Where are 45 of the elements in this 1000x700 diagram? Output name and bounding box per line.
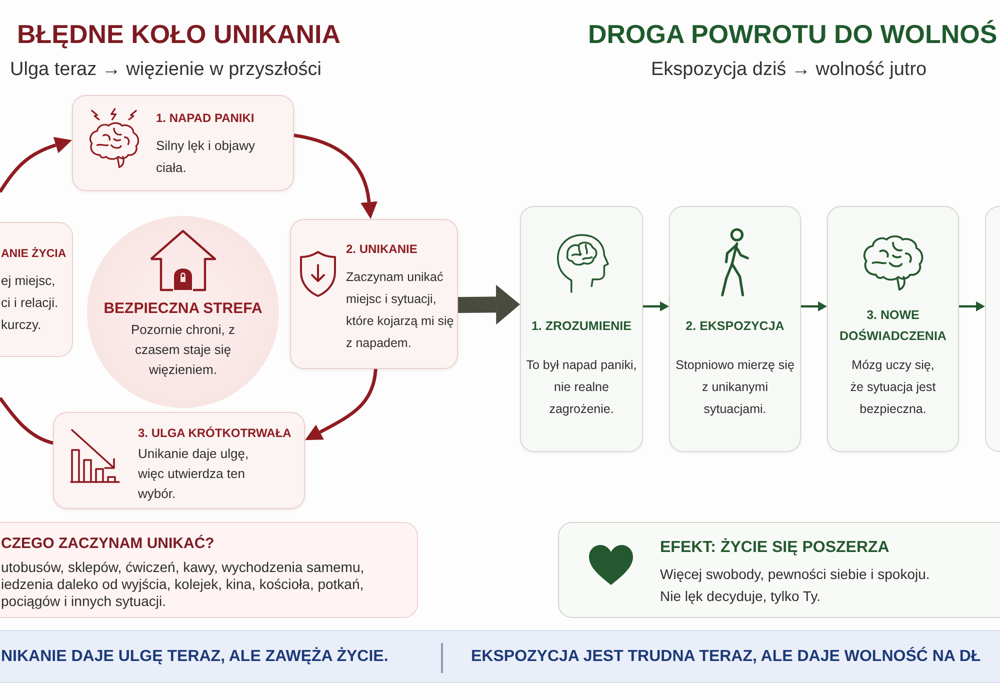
banner-text: EKSPOZYCJA JEST TRUDNA TERAZ, ALE DAJE WOLNOŚĆ NA DŁ [471,647,981,667]
block-arrow [458,284,520,325]
info-heading: CZEGO ZACZYNAM UNIKAĆ? [1,535,216,553]
step-card [290,219,458,369]
curved-arrow [305,368,378,440]
step-title: 2. UNIKANIE [346,241,418,257]
section-subtitle: Ekspozycja dziś → wolność jutro [651,58,927,82]
step-title: 3. NOWE DOŚWIADCZENIA [838,307,948,345]
curved-connector-line [0,396,54,445]
step-card [985,206,1000,452]
step-description: ej miejsc, ci i relacji. kurczy. [1,272,60,334]
step-card [520,206,643,452]
info-card [0,522,418,618]
result-card [558,522,1000,618]
step-description: Unikanie daje ulgę, więc utwierdza ten wybór. [138,445,250,503]
arrow [959,301,985,312]
curved-arrow [0,137,72,193]
section-title: DROGA POWROTU DO WOLNOŚ [588,18,998,50]
result-heading: EFEKT: ŻYCIE SIĘ POSZERZA [660,539,890,557]
zone-description: Pozornie chroni, z czasem staje się więzieniem. [130,321,236,379]
summary-banner [0,630,1000,683]
step-description: Zaczynam unikać miejsc i sytuacji, które kojarzą mi się z napadem. [346,269,455,352]
curved-arrow [294,134,378,219]
arrow [801,301,827,312]
step-title: ANIE ŻYCIA [1,246,66,262]
result-text: Więcej swobody, pewności siebie i spokoju. Nie lęk decyduje, tylko Ty. [660,565,931,606]
step-description: Mózg uczy się, że sytuacja jest bezpieczna. [849,357,937,418]
step-card [669,206,801,452]
step-card [827,206,959,452]
step-card [0,222,73,357]
arrow [643,301,669,312]
section-subtitle: Ulga teraz → więzienie w przyszłości [10,58,322,82]
info-text: utobusów, sklepów, ćwiczeń, kawy, wychodzenia samemu, iedzenia daleko od wyjścia, kolejek, kina, kościoła, potkań, pociągów i innych sytuacji. [1,559,366,610]
step-title: 1. NAPAD PANIKI [156,110,256,126]
section-title: BŁĘDNE KOŁO UNIKANIA [17,18,341,50]
banner-text: NIKANIE DAJE ULGĘ TERAZ, ALE ZAWĘŻA ŻYCIE. [1,647,388,667]
step-description: Silny lęk i objawy ciała. [156,137,256,177]
zone-title: BEZPIECZNA STREFA [104,300,262,318]
step-description: To był napad paniki, nie realne zagrożenie. [525,357,638,418]
step-title: 3. ULGA KRÓTKOTRWAŁA [138,425,292,441]
step-title: 2. EKSPOZYCJA [686,318,784,334]
step-card [53,412,305,509]
step-card [72,95,294,191]
step-title: 1. ZROZUMIENIE [531,318,632,334]
step-description: Stopniowo mierzę się z unikanymi sytuacjami. [674,357,796,418]
